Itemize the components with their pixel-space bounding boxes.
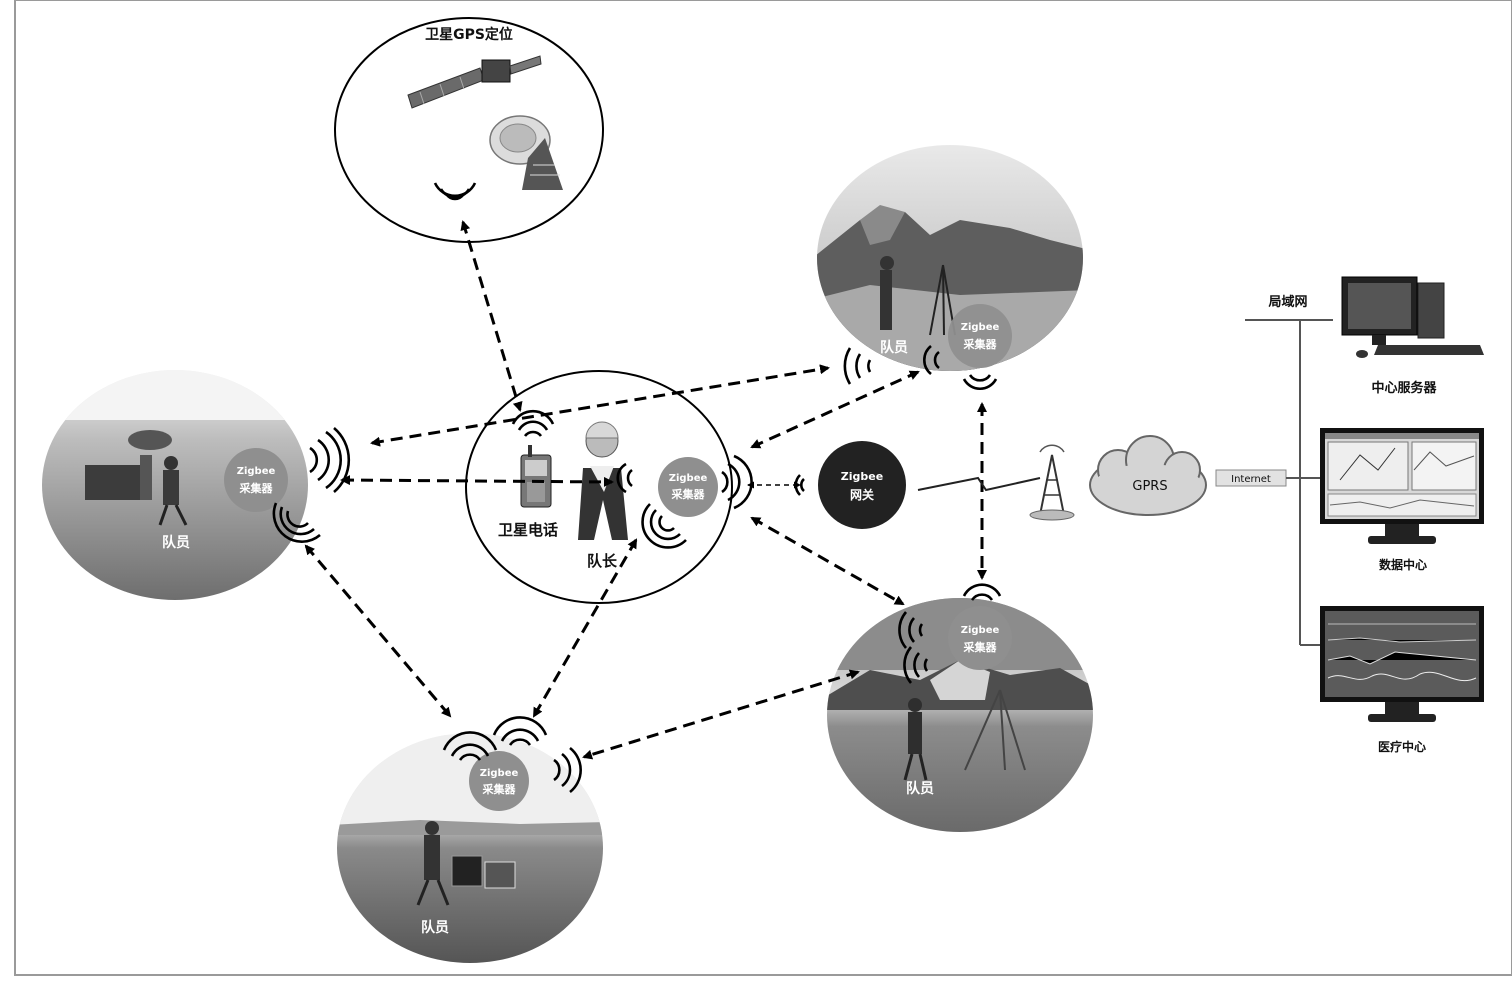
zigbee-collector-badge: Zigbee 采集器 [224,448,288,512]
signal-wave-icon [553,746,582,794]
signal-wave-icon [903,646,929,684]
link-desert-grassland [304,544,452,718]
signal-wave-icon [923,344,940,376]
cell-tower-icon [1029,444,1075,521]
svg-text:采集器: 采集器 [963,337,998,351]
satellite-phone-label: 卫星电话 [498,521,558,539]
diagram-frame [14,0,1512,976]
signal-wave-icon [433,182,477,201]
gprs-label: GPRS [1132,479,1167,494]
member-node-field: Zigbee 采集器 队员 [827,583,1093,832]
central-server: 中心服务器 [1341,276,1484,396]
svg-text:采集器: 采集器 [671,487,706,501]
svg-text:采集器: 采集器 [482,782,517,796]
data-center: 数据中心 [1320,428,1484,572]
signal-wave-icon [616,462,633,494]
link-gateway-tower [917,476,1041,492]
central-server-label: 中心服务器 [1371,380,1437,396]
svg-text:Zigbee: Zigbee [669,473,708,484]
internet-link: Internet [1215,469,1300,487]
svg-text:Zigbee: Zigbee [480,768,519,779]
link-gps-leader [460,220,523,412]
lan-label: 局域网 [1268,294,1307,310]
leader-node: Zigbee 采集器 卫星电话 队长 [465,370,753,604]
zigbee-collector-badge: Zigbee 采集器 [658,457,718,517]
svg-text:Zigbee: Zigbee [237,466,276,477]
member-label: 队员 [162,534,190,551]
link-field-grassland [582,669,860,760]
signal-wave-icon [898,611,924,649]
gprs-cloud-icon: GPRS [1089,435,1207,516]
satellite-icon [407,55,542,109]
satellite-phone-icon [520,445,552,508]
member-node-mountain: Zigbee 采集器 队员 [817,145,1083,391]
signal-wave-icon [843,347,872,385]
svg-text:采集器: 采集器 [963,640,998,654]
signal-wave-icon [794,474,805,496]
leader-label: 队长 [587,552,618,570]
link-leader-grassland [532,538,638,718]
svg-text:网关: 网关 [850,487,874,502]
member-node-desert: Zigbee 采集器 队员 [42,370,351,600]
signal-wave-icon [962,374,998,391]
member-label: 队员 [906,780,934,797]
signal-wave-icon [962,583,1002,601]
monitor-icon [1320,428,1484,544]
lan-backbone: 局域网 [1245,294,1333,646]
signal-wave-icon [309,427,351,493]
svg-text:Zigbee: Zigbee [961,322,1000,333]
link-leader-field [750,516,905,606]
zigbee-collector-badge: Zigbee 采集器 [948,606,1012,670]
computer-icon [1341,276,1484,358]
signal-wave-icon [492,716,548,746]
internet-label: Internet [1231,474,1271,485]
satellite-dish-icon [489,115,563,190]
signal-wave-icon [641,503,687,549]
satellite-gps-node: 卫星GPS定位 [334,17,604,243]
zigbee-collector-badge: Zigbee 采集器 [469,751,529,811]
member-label: 队员 [880,339,908,356]
links [304,220,987,760]
data-center-label: 数据中心 [1379,557,1427,572]
medical-center: 医疗中心 [1320,606,1484,754]
monitor-icon [1320,606,1484,722]
svg-text:Zigbee: Zigbee [841,470,883,483]
medical-center-label: 医疗中心 [1378,739,1426,754]
satellite-gps-label: 卫星GPS定位 [425,26,513,43]
signal-wave-icon [272,502,321,543]
signal-wave-icon [442,731,498,761]
member-label: 队员 [421,919,449,936]
link-leader-desert [340,475,614,487]
zigbee-collector-badge: Zigbee 采集器 [948,304,1012,368]
svg-text:Zigbee: Zigbee [961,625,1000,636]
member-node-grassland: Zigbee 采集器 队员 [337,716,603,963]
svg-text:采集器: 采集器 [239,481,274,495]
zigbee-gateway: Zigbee 网关 [818,441,906,529]
link-leader-mountain-zigbee [750,370,920,449]
